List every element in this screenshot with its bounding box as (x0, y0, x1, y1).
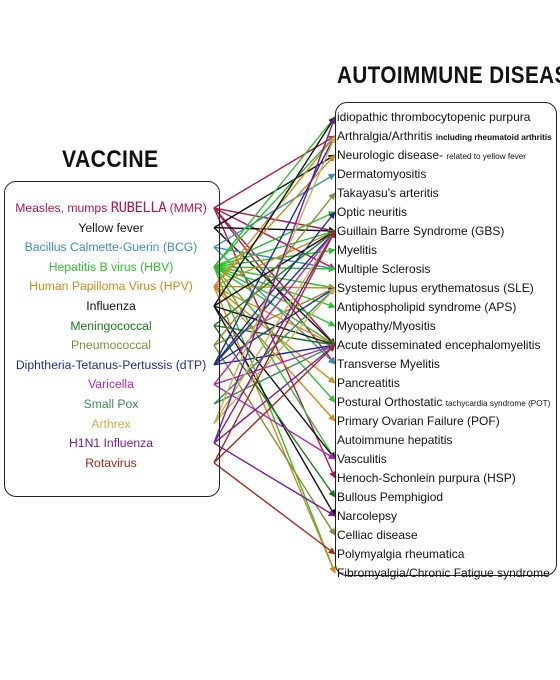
connection-arrow (213, 266, 336, 346)
disease-item: idiopathic thrombocytopenic purpura (337, 110, 531, 124)
disease-item: Optic neuritis (337, 205, 408, 219)
disease-item: Polymyalgia rheumatica (337, 547, 465, 561)
connection-arrow (213, 116, 336, 268)
disease-item: Fibromyalgia/Chronic Fatigue syndrome (337, 566, 550, 580)
disease-item: Antiphospholipid syndrome (APS) (337, 300, 517, 314)
vaccine-item: Yellow fever (78, 220, 144, 235)
disease-item: Dermatomyositis (337, 167, 427, 181)
connection-arrow (213, 211, 336, 366)
disease-item: Arthralgia/Arthritis including rheumatoi… (337, 129, 552, 143)
disease-item: Henoch-Schonlein purpura (HSP) (337, 471, 516, 485)
vaccine-item: H1N1 Influenza (68, 436, 154, 451)
disease-item: Myelitis (337, 243, 378, 257)
disease-item: Autoimmune hepatitis (337, 433, 453, 447)
vaccine-item: Diphtheria-Tetanus-Pertussis (dTP) (15, 357, 207, 372)
connection-arrow (213, 192, 336, 346)
disease-item: Multiple Sclerosis (337, 262, 431, 276)
connection-arrow (213, 266, 336, 460)
vaccine-item: Meningococcal (70, 318, 152, 333)
connection-arrow (213, 285, 336, 422)
connection-arrow (213, 344, 336, 405)
connection-arrow (213, 287, 336, 425)
connection-arrow (213, 266, 336, 574)
connection-arrow (213, 305, 336, 347)
disease-item: Primary Ovarian Failure (POF) (337, 414, 500, 428)
disease-item: Vasculitis (337, 452, 387, 466)
connection-arrow (213, 230, 336, 366)
vaccine-item: Bacillus Calmette-Guerin (BCG) (24, 240, 198, 255)
connection-arrow (213, 325, 336, 498)
disease-item: Acute disseminated encephalomyelitis (337, 338, 541, 352)
connection-arrow (213, 324, 336, 348)
connection-arrow (213, 135, 336, 366)
autoimmune-disease-heading: AUTOIMMUNE DISEASE (337, 62, 560, 89)
connection-arrow (213, 226, 336, 235)
connection-arrow (213, 207, 336, 234)
connection-arrow (213, 266, 336, 291)
disease-item: Transverse Myelitis (337, 357, 440, 371)
disease-item: Systemic lupus erythematosus (SLE) (337, 281, 534, 295)
connection-arrow (213, 442, 336, 517)
connection-arrow (213, 230, 336, 424)
autoimmune-disease-box (335, 102, 557, 576)
vaccine-item: Measles, mumps RUBELLA (MMR) (15, 200, 207, 216)
disease-item: Takayasu's arteritis (337, 186, 439, 200)
vaccine-box (4, 181, 220, 497)
vaccine-item: Influenza (86, 299, 136, 313)
connection-arrow (213, 284, 336, 292)
connection-arrow (213, 230, 336, 444)
disease-item: Postural Orthostatic tachycardia syndrom… (337, 395, 551, 409)
vaccine-item: Rotavirus (85, 455, 137, 470)
disease-item: Myopathy/Myositis (337, 319, 436, 333)
disease-item: Bullous Pemphigiod (337, 490, 444, 504)
vaccine-item: Pneumococcal (71, 338, 151, 353)
disease-item: Celliac disease (337, 528, 418, 542)
vaccine-item: Arthrex (91, 416, 131, 431)
connection-arrow (213, 287, 336, 346)
connection-arrow (213, 135, 336, 209)
disease-item: Guillain Barre Syndrome (GBS) (337, 224, 505, 238)
connection-arrow (213, 383, 336, 460)
connection-arrow (213, 286, 336, 574)
connection-arrow (213, 305, 336, 460)
connection-arrow (213, 230, 336, 385)
connection-arrow (213, 211, 336, 268)
connection-arrow (213, 116, 336, 307)
connection-arrow (213, 344, 336, 444)
disease-item: Neurologic disease- related to yellow fe… (337, 148, 527, 162)
vaccine-item: Varicella (88, 377, 134, 392)
connection-arrow (213, 285, 336, 346)
vaccine-item: Human Papilloma Virus (HPV) (29, 279, 193, 294)
connection-arrow (213, 154, 336, 287)
connection-arrow (213, 135, 336, 268)
vaccine-item: Small Pox (83, 397, 139, 411)
connection-arrow (213, 230, 336, 464)
vaccine-item: Hepatitis B virus (HBV) (48, 259, 174, 274)
connection-arrow (213, 207, 336, 346)
connection-arrow (213, 344, 336, 536)
disease-item: Pancreatitis (337, 376, 400, 390)
connection-arrow (213, 344, 336, 464)
connection-arrow (213, 207, 336, 270)
connection-arrow (213, 230, 336, 288)
connection-arrow (213, 343, 336, 386)
vaccine-heading: VACCINE (62, 146, 159, 173)
connection-arrow (213, 116, 337, 444)
disease-item: Narcolepsy (337, 509, 398, 523)
connection-arrow (213, 462, 336, 555)
